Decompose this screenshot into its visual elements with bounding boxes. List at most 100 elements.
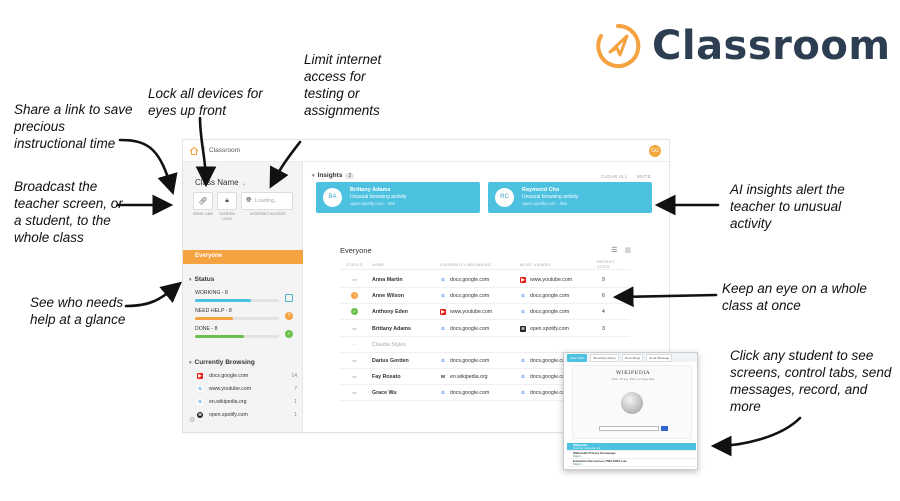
open-tab-url: https://... (573, 463, 583, 466)
tab-send-message[interactable]: Send Message (646, 353, 673, 362)
compass-icon (596, 23, 641, 68)
grid-view-icon[interactable]: ▦ (624, 247, 631, 254)
note-lock: Lock all devices for eyes up front (148, 86, 263, 118)
most-viewed-site: docs.google.com (530, 293, 570, 300)
student-name[interactable]: Anna Martin (372, 277, 403, 283)
student-name[interactable]: Brittany Adams (372, 325, 411, 332)
browsing-item[interactable]: G www.youtube.com 7 (197, 384, 297, 394)
note-help: See who needs help at a glance (30, 295, 126, 327)
browsing-count: 1 (294, 412, 297, 418)
collapse-icon: ▾ (189, 360, 192, 366)
open-tab-title: Wikipedia (573, 443, 587, 447)
col-most-viewed[interactable]: MOST VIEWED (520, 262, 551, 267)
col-name[interactable]: NAME (372, 262, 385, 267)
avatar[interactable]: GG (649, 145, 661, 157)
col-status[interactable]: STATUS (346, 262, 363, 267)
globe-icon: 🌐︎ (246, 197, 252, 204)
internet-access-dropdown[interactable]: 🌐︎ Loading... (241, 192, 293, 210)
browsing-item[interactable]: ▶ docs.google.com 14 (197, 371, 297, 381)
col-recent-sites[interactable]: RECENT SITES (597, 259, 615, 269)
open-tabs-list: Wikipedia https://en.wikipedia.org/ Wiki… (567, 443, 696, 467)
tab-browsing-history[interactable]: Browsing History (590, 353, 619, 362)
browsing-item[interactable]: ≋ open.spotify.com 1 (197, 410, 297, 420)
student-name[interactable]: Darius Gorden (372, 358, 409, 364)
send-link-button[interactable]: 🔗︎ (193, 192, 213, 210)
insight-student-name: Brittany Adams (350, 187, 391, 193)
browsing-site: en.wikipedia.org (209, 399, 247, 405)
youtube-icon: ▶ (520, 277, 526, 283)
insight-card[interactable]: RC Raymond Cho Unusual browsing activity… (488, 182, 652, 213)
currently-browsing-site: docs.google.com (450, 325, 490, 332)
currently-browsing-site: docs.google.com (450, 277, 490, 283)
roster-header: STATUS NAME CURRENTLY BROWSING MOST VIEW… (340, 259, 630, 270)
student-detail-popup[interactable]: Open Tabs Browsing History Recordings Se… (563, 352, 698, 470)
browsing-item[interactable]: G en.wikipedia.org 1 (197, 397, 297, 407)
table-row[interactable]: –Claudia Styles (340, 337, 630, 353)
tab-open-tabs[interactable]: Open Tabs (567, 353, 588, 362)
mute-button[interactable]: MUTE (637, 174, 651, 179)
status-done[interactable]: DONE - 8 ✓ (195, 326, 295, 338)
most-viewed-site: docs.google.com (530, 309, 570, 316)
col-currently-browsing[interactable]: CURRENTLY BROWSING (440, 262, 492, 267)
currently-browsing-site: docs.google.com (450, 358, 490, 364)
student-name[interactable]: Claudia Styles (372, 341, 406, 348)
note-limit: Limit internet access for testing or ass… (304, 52, 382, 118)
google-icon: G (440, 390, 446, 397)
tab-recordings[interactable]: Recordings (621, 353, 644, 362)
open-tab-url: https://... (573, 455, 583, 458)
insight-alert: Unusual browsing activity (350, 194, 407, 200)
screen-lock-label: SCREEN LOCK (219, 212, 235, 221)
roster-title: Everyone (340, 246, 372, 255)
question-icon: ? (285, 312, 293, 320)
note-broadcast: Broadcast the teacher screen, or a stude… (14, 179, 123, 245)
currently-browsing-site: en.wikipedia.org (450, 374, 488, 381)
status-fill (195, 317, 233, 320)
currently-browsing-site: docs.google.com (450, 293, 490, 300)
status-heading[interactable]: ▾Status (189, 276, 214, 283)
screen-lock-button[interactable]: 🔒︎ (217, 192, 237, 210)
recent-sites-count: 3 (602, 325, 605, 332)
class-selector[interactable]: Class Name⌄ (195, 178, 247, 187)
browsing-heading[interactable]: ▾Currently Browsing (189, 359, 255, 366)
browsing-count: 7 (294, 386, 297, 392)
status-bar (195, 335, 279, 338)
recent-sites-count: 6 (602, 293, 605, 300)
open-tab-title: Wikimedia Privacy Homepage (573, 451, 616, 455)
toolbar: 🔗︎ 🔒︎ 🌐︎ Loading... (193, 192, 293, 210)
open-tab-item[interactable]: Wikimedia Privacy Homepage https://... (567, 451, 696, 459)
breadcrumb[interactable]: Classroom (208, 147, 241, 154)
logo-text: Classroom (652, 23, 891, 69)
note-share: Share a link to save precious instructio… (14, 102, 133, 151)
sidebar: Class Name⌄ 🔗︎ 🔒︎ 🌐︎ Loading... SEND LIN… (183, 162, 303, 432)
gear-icon[interactable]: ⚙ (189, 417, 196, 424)
clear-all-button[interactable]: CLEAR ALL (600, 174, 628, 179)
open-tab-item[interactable]: Education Resources | PBS KIDS Lab https… (567, 459, 696, 467)
open-tab-item[interactable]: Wikipedia https://en.wikipedia.org/ (567, 443, 696, 451)
insights-actions: CLEAR ALL MUTE (593, 174, 651, 179)
send-link-label: SEND LINK (192, 212, 214, 216)
student-name[interactable]: Anne Wilson (372, 293, 405, 300)
collapse-icon: ▾ (312, 173, 315, 179)
student-name[interactable]: Anthony Eden (372, 309, 408, 316)
status-need-help[interactable]: NEED HELP - 8 ? (195, 308, 295, 320)
home-icon[interactable] (189, 146, 199, 156)
insight-card[interactable]: BA Brittany Adams Unusual browsing activ… (316, 182, 480, 213)
status-working[interactable]: WORKING - 8 (195, 290, 295, 302)
note-click: Click any student to see screens, contro… (730, 348, 892, 414)
sidebar-item-everyone[interactable]: Everyone (183, 250, 303, 264)
student-name[interactable]: Fay Rosato (372, 374, 401, 381)
student-name[interactable]: Grace Wu (372, 390, 397, 397)
internet-access-value: Loading... (254, 198, 279, 204)
list-view-icon[interactable]: ☰ (611, 247, 618, 254)
status-done-icon: ✓ (351, 308, 358, 316)
